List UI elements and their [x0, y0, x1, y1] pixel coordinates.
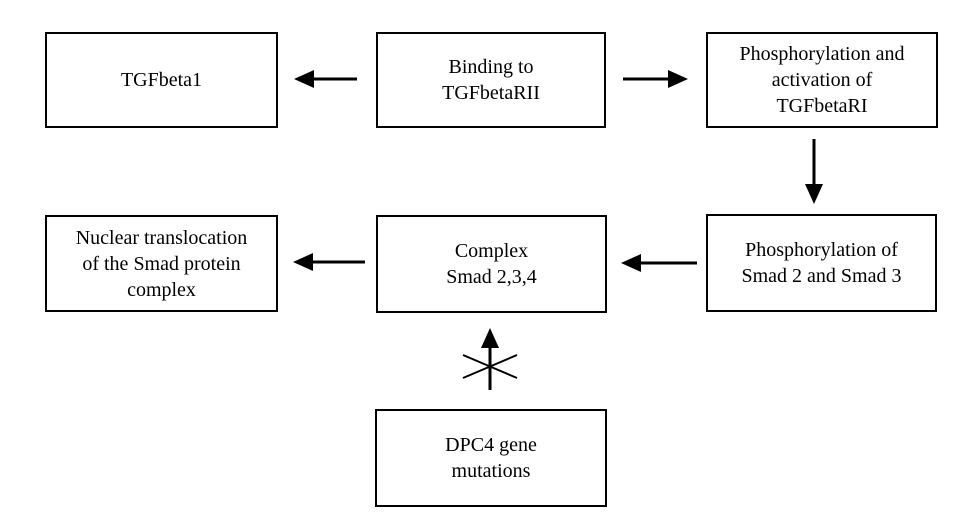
- node-binding-tgfbetarii: Binding to TGFbetaRII: [376, 32, 606, 128]
- node-nuclear-translocation-label: Nuclear translocation of the Smad protei…: [75, 226, 248, 301]
- arrowhead-left-icon: [621, 254, 641, 272]
- arrowhead-left-icon: [294, 70, 314, 88]
- arrowhead-left-icon: [293, 253, 313, 271]
- node-dpc4-gene-mutations: DPC4 gene mutations: [375, 409, 607, 507]
- node-complex-smad234: Complex Smad 2,3,4: [376, 215, 607, 313]
- node-dpc4-gene-mutations-label: DPC4 gene mutations: [445, 434, 537, 482]
- arrow-binding-to-tgfbeta1: [294, 70, 357, 88]
- node-phosphorylation-activation-tgfbetari: Phosphorylation and activation of TGFbet…: [706, 32, 938, 128]
- node-nuclear-translocation: Nuclear translocation of the Smad protei…: [45, 215, 278, 312]
- node-tgfbeta1-label: TGFbeta1: [120, 69, 203, 91]
- arrow-complex-to-nuclear: [293, 253, 365, 271]
- arrow-smad23-to-complex: [621, 254, 697, 272]
- arrowhead-right-icon: [668, 70, 688, 88]
- arrowhead-down-icon: [805, 184, 823, 204]
- arrowhead-up-icon: [481, 328, 499, 348]
- node-complex-smad234-label: Complex Smad 2,3,4: [446, 240, 537, 288]
- node-phosphorylation-smad2-smad3: Phosphorylation of Smad 2 and Smad 3: [706, 214, 937, 312]
- arrow-binding-to-phospho-activation: [623, 70, 688, 88]
- inhibition-cross-icon: [462, 354, 518, 379]
- arrow-dpc4-to-complex-blocked: [462, 328, 518, 390]
- node-phosphorylation-activation-tgfbetari-label: Phosphorylation and activation of TGFbet…: [739, 43, 905, 117]
- arrow-phospho-activation-to-smad23: [805, 139, 823, 204]
- node-tgfbeta1: TGFbeta1: [45, 32, 278, 128]
- node-binding-tgfbetarii-label: Binding to TGFbetaRII: [442, 56, 540, 104]
- node-phosphorylation-smad2-smad3-label: Phosphorylation of Smad 2 and Smad 3: [741, 239, 902, 287]
